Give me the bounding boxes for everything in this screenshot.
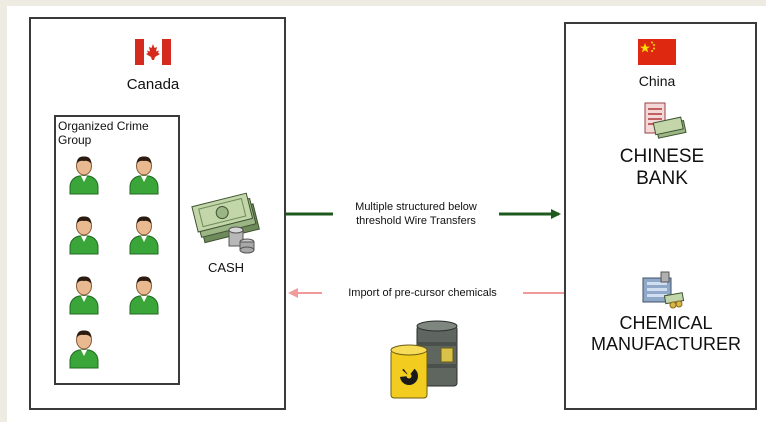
wire-transfer-label: Multiple structured below threshold Wire… [333,200,499,228]
chemical-barrels-icon [390,320,458,399]
chemical-manufacturer-label: CHEMICAL MANUFACTURER [590,313,741,354]
person-icon [129,156,159,195]
person-icon [69,216,99,255]
person-icon [129,216,159,255]
diagram-canvas: Canada Organized Crime Group CASH [7,6,766,422]
chinese-bank-label: CHINESE BANK [619,146,705,189]
canada-flag-icon [135,39,171,65]
import-label: Import of pre-cursor chemicals [322,286,523,300]
person-icon [69,276,99,315]
person-icon [69,156,99,195]
person-icon [129,276,159,315]
china-flag-icon [638,39,676,65]
china-box [564,22,757,410]
organized-crime-group-label: Organized Crime Group [58,119,149,147]
person-icon [69,330,99,369]
factory-icon [642,271,685,309]
cash-icon [191,192,260,254]
bank-icon [644,102,687,139]
canada-label: Canada [126,76,180,93]
cash-label: CASH [207,260,245,275]
china-label: China [638,73,676,89]
